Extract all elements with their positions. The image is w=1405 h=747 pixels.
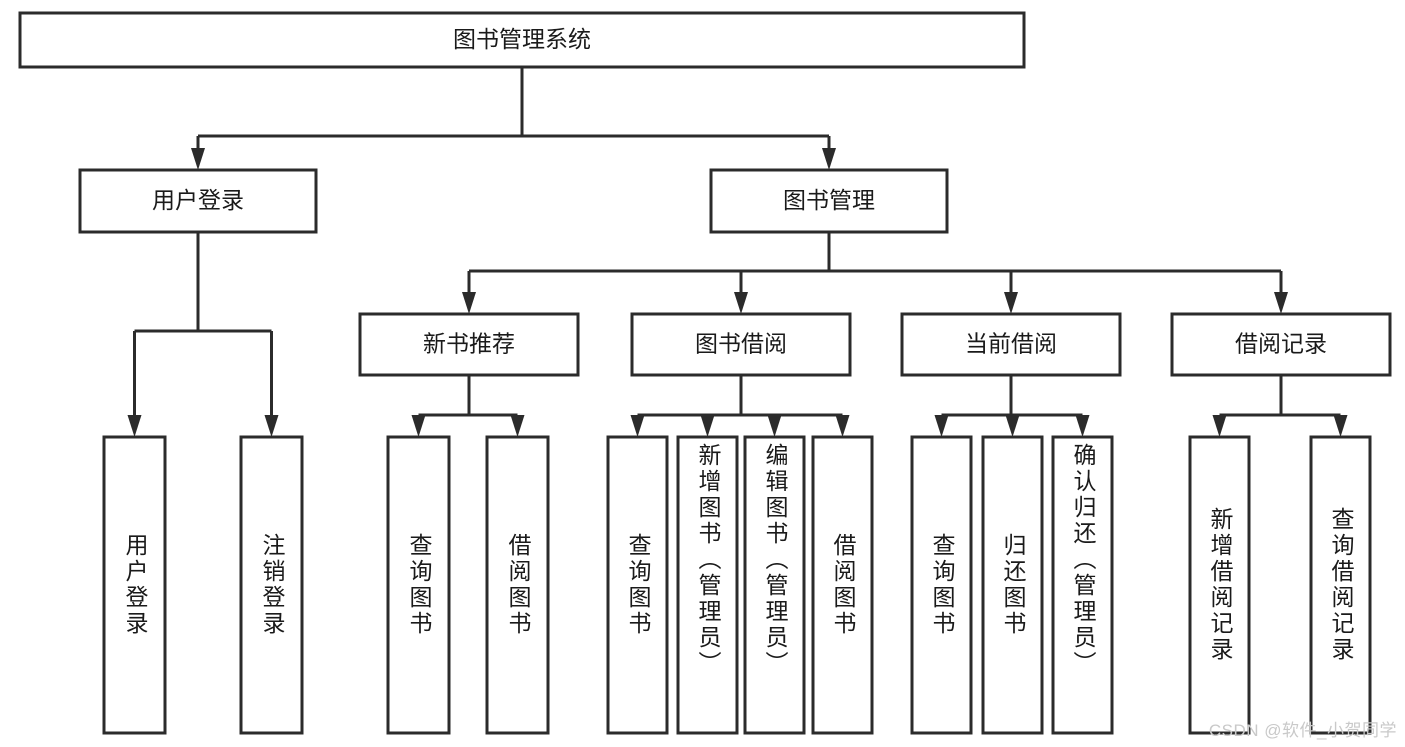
node-level2-2[interactable] bbox=[900, 312, 1122, 377]
leaf-node-label-5: 新增图书（管理员） bbox=[695, 443, 721, 677]
node-level2-0[interactable] bbox=[358, 312, 580, 377]
leaf-node-label-11: 新增借阅记录 bbox=[1207, 507, 1233, 663]
leaf-node-6[interactable] bbox=[743, 435, 806, 735]
leaf-node-label-wrap-11[interactable]: 新增借阅记录 bbox=[1190, 437, 1249, 733]
leaf-node-label-wrap-12[interactable]: 查询借阅记录 bbox=[1311, 437, 1370, 733]
arrow-down-icon-leaf-1 bbox=[264, 415, 279, 437]
arrow-down-icon-leaf-11 bbox=[1212, 415, 1227, 437]
arrow-down-icon-level2-0 bbox=[462, 292, 476, 314]
leaf-node-label-1: 注销登录 bbox=[259, 533, 285, 637]
leaf-node-label-wrap-4[interactable]: 查询图书 bbox=[608, 437, 667, 733]
node-boxes bbox=[18, 11, 1392, 735]
arrow-down-icon-leaf-3 bbox=[510, 415, 525, 437]
arrow-down-icon-leaf-0 bbox=[127, 415, 142, 437]
leaf-node-label-wrap-6[interactable]: 编辑图书（管理员） bbox=[745, 437, 804, 733]
leaf-node-label-wrap-9[interactable]: 归还图书 bbox=[983, 437, 1042, 733]
leaf-node-label-10: 确认归还（管理员） bbox=[1070, 443, 1096, 677]
leaf-node-9[interactable] bbox=[981, 435, 1044, 735]
node-level2-label-2: 当前借阅 bbox=[965, 331, 1057, 357]
leaf-node-label-wrap-5[interactable]: 新增图书（管理员） bbox=[678, 437, 737, 733]
leaf-node-label-6: 编辑图书（管理员） bbox=[762, 443, 788, 677]
connector-edges bbox=[127, 67, 1348, 437]
node-level1-label-0: 用户登录 bbox=[152, 187, 244, 213]
leaf-node-label-wrap-7[interactable]: 借阅图书 bbox=[813, 437, 872, 733]
leaf-node-label-wrap-8[interactable]: 查询图书 bbox=[912, 437, 971, 733]
leaf-node-label-4: 查询图书 bbox=[625, 533, 651, 637]
arrow-down-icon-leaf-4 bbox=[630, 415, 645, 437]
leaf-node-label-9: 归还图书 bbox=[1000, 533, 1026, 637]
leaf-node-label-wrap-3[interactable]: 借阅图书 bbox=[487, 437, 548, 733]
leaf-node-label-wrap-10[interactable]: 确认归还（管理员） bbox=[1053, 437, 1112, 733]
node-level1-label-1: 图书管理 bbox=[783, 187, 875, 213]
arrow-down-icon-level1-1 bbox=[822, 148, 836, 170]
leaf-node-10[interactable] bbox=[1051, 435, 1114, 735]
leaf-node-label-0: 用户登录 bbox=[122, 533, 148, 637]
arrow-down-icon-leaf-8 bbox=[934, 415, 949, 437]
leaf-node-label-wrap-1[interactable]: 注销登录 bbox=[241, 437, 302, 733]
leaf-node-2[interactable] bbox=[386, 435, 451, 735]
leaf-node-label-8: 查询图书 bbox=[929, 533, 955, 637]
arrow-down-icon-leaf-12 bbox=[1333, 415, 1348, 437]
arrow-down-icon-level2-1 bbox=[734, 292, 748, 314]
arrow-down-icon-leaf-6 bbox=[767, 415, 782, 437]
leaf-node-3[interactable] bbox=[485, 435, 550, 735]
node-root-label: 图书管理系统 bbox=[453, 26, 591, 52]
leaf-node-11[interactable] bbox=[1188, 435, 1251, 735]
node-root-图书管理系统[interactable] bbox=[18, 11, 1026, 69]
node-level1-1[interactable] bbox=[709, 168, 949, 234]
node-level2-1[interactable] bbox=[630, 312, 852, 377]
leaf-node-label-wrap-0[interactable]: 用户登录 bbox=[104, 437, 165, 733]
leaf-node-label-wrap-2[interactable]: 查询图书 bbox=[388, 437, 449, 733]
csdn-watermark: CSDN @软件_小贺同学 bbox=[1208, 721, 1397, 740]
leaf-node-8[interactable] bbox=[910, 435, 973, 735]
arrow-down-icon-leaf-7 bbox=[835, 415, 850, 437]
leaf-node-label-12: 查询借阅记录 bbox=[1328, 507, 1354, 663]
arrow-down-icon-level2-2 bbox=[1004, 292, 1018, 314]
node-level2-label-0: 新书推荐 bbox=[423, 331, 515, 357]
arrow-down-icon-leaf-5 bbox=[700, 415, 715, 437]
leaf-node-5[interactable] bbox=[676, 435, 739, 735]
node-level2-label-1: 图书借阅 bbox=[695, 331, 787, 357]
arrow-down-icon-level2-3 bbox=[1274, 292, 1288, 314]
arrow-down-icon-leaf-9 bbox=[1005, 415, 1020, 437]
arrow-down-icon-leaf-10 bbox=[1075, 415, 1090, 437]
node-level2-label-3: 借阅记录 bbox=[1235, 331, 1327, 357]
leaf-node-label-7: 借阅图书 bbox=[830, 533, 856, 637]
node-level1-0[interactable] bbox=[78, 168, 318, 234]
leaf-node-1[interactable] bbox=[239, 435, 304, 735]
leaf-node-0[interactable] bbox=[102, 435, 167, 735]
leaf-node-4[interactable] bbox=[606, 435, 669, 735]
node-level2-3[interactable] bbox=[1170, 312, 1392, 377]
leaf-node-12[interactable] bbox=[1309, 435, 1372, 735]
leaf-node-label-3: 借阅图书 bbox=[505, 533, 531, 637]
arrow-down-icon-level1-0 bbox=[191, 148, 205, 170]
leaf-node-7[interactable] bbox=[811, 435, 874, 735]
leaf-node-label-2: 查询图书 bbox=[406, 533, 432, 637]
arrow-down-icon-leaf-2 bbox=[411, 415, 426, 437]
